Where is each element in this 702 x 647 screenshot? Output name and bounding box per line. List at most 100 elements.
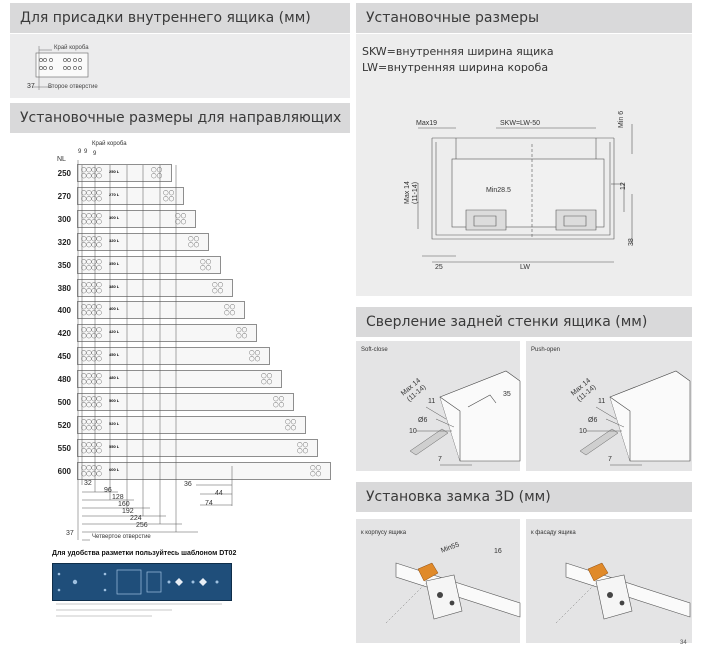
rail-model-tag: 500 L [109, 398, 120, 403]
lock-3d-title: Установка замка 3D (мм) [366, 489, 551, 505]
rail-edge-label: Край короба [92, 141, 127, 147]
rail-model-tag: 520 L [109, 421, 120, 426]
rail-model-tag: 380 L [109, 284, 120, 289]
rail-row: ◯◯◯◯◯◯◯◯ 500 L ◯◯◯◯ [77, 393, 294, 411]
bd-right-7: 7 [608, 456, 612, 463]
rail-row: ◯◯◯◯◯◯◯◯600 L◯◯◯◯ [77, 462, 331, 480]
rail-tail-holes: ◯◯◯◯ [212, 282, 224, 294]
rail-model-tag: 400 L [109, 306, 120, 311]
nl-label: 480 [57, 375, 71, 384]
rail-model-tag: 550 L [109, 444, 120, 449]
lock-left-label: к корпусу ящика [361, 530, 407, 536]
inner-offset-label: 37 [27, 83, 35, 90]
rail-row: ◯◯◯◯◯◯◯◯ 520 L ◯◯◯◯ [77, 416, 306, 434]
bd-left-10: 10 [409, 428, 417, 435]
dim-74: 74 [205, 500, 213, 507]
rail-top-dim-2: 9 [84, 149, 88, 155]
push-open-label: Push-open [531, 347, 561, 353]
inner-drawer-title: Для присадки внутреннего ящика (мм) [20, 10, 311, 26]
dim-96: 96 [104, 487, 112, 494]
rail-row: ◯◯◯◯◯◯◯◯450 L◯◯◯◯ [77, 347, 270, 365]
rail-holes-group: ◯◯◯◯◯◯◯◯ [81, 396, 102, 408]
inner-edge-label: Край короба [54, 45, 89, 51]
rail-tail-holes: ◯◯◯◯ [151, 167, 163, 179]
template-note: Для удобства разметки пользуйтесь шаблон… [52, 550, 237, 557]
label-12: 12 [620, 182, 627, 190]
nl-label: 320 [57, 238, 71, 247]
lock-3d-header: Установка замка 3D (мм) [356, 482, 692, 512]
inner-drawer-panel: Край короба 37 Второе отверстие [10, 34, 350, 98]
rail-model-tag: 250 L [109, 169, 120, 174]
rail-holes-group: ◯◯◯◯◯◯◯◯ [81, 327, 102, 339]
nl-label: 250 [57, 169, 71, 178]
label-25: 25 [435, 264, 443, 271]
rail-holes-group: ◯◯◯◯◯◯◯◯ [81, 259, 102, 271]
rail-row: ◯◯◯◯◯◯◯◯ 420 L ◯◯◯◯ [77, 324, 257, 342]
lock-3d-diagrams [385, 562, 691, 624]
rail-tail-holes: ◯◯◯◯ [249, 350, 261, 362]
inner-drawer-header: Для присадки внутреннего ящика (мм) [10, 3, 350, 33]
dim-128: 128 [112, 494, 124, 501]
rail-row: ◯◯◯◯◯◯◯◯380 L◯◯◯◯ [77, 279, 233, 297]
rail-tail-holes: ◯◯◯◯ [175, 213, 187, 225]
back-drilling-diagrams [409, 370, 691, 466]
rail-top-dim-1: 9 [78, 149, 82, 155]
rail-tail-holes: ◯◯◯◯ [200, 259, 212, 271]
nl-label: 380 [57, 284, 71, 293]
back-drilling-title: Сверление задней стенки ящика (мм) [366, 314, 648, 330]
inner-second-hole-label: Второе отверстие [48, 84, 98, 90]
rail-tail-holes: ◯◯◯◯ [163, 190, 175, 202]
rail-tail-holes: ◯◯◯◯ [273, 396, 285, 408]
rail-holes-group: ◯◯◯◯◯◯◯◯ [81, 419, 102, 431]
nl-header: NL [57, 156, 66, 163]
soft-close-label: Soft-close [361, 347, 388, 353]
dim-36: 36 [184, 481, 192, 488]
nl-label: 420 [57, 329, 71, 338]
rail-row: ◯◯◯◯◯◯◯◯400 L◯◯◯◯ [77, 301, 245, 319]
rail-tail-holes: ◯◯◯◯ [236, 327, 248, 339]
rail-model-tag: 350 L [109, 261, 120, 266]
rail-tail-holes: ◯◯◯◯ [261, 373, 273, 385]
install-dims-diagram [417, 124, 633, 263]
rail-tail-holes: ◯◯◯◯ [285, 419, 297, 431]
label-skw: SKW=LW-50 [500, 120, 541, 127]
label-min6: Min 6 [618, 110, 625, 128]
label-lw: LW [520, 264, 530, 271]
rail-top-dim-3: 9 [93, 151, 97, 157]
install-dims-header: Установочные размеры [356, 3, 692, 33]
lock-right-label: к фасаду ящика [531, 530, 576, 536]
rail-row: ◯◯◯◯◯◯◯◯270 L◯◯◯◯ [77, 187, 184, 205]
install-line-2: LW=внутренняя ширина короба [362, 61, 549, 74]
rail-holes-group: ◯◯◯◯◯◯◯◯ [81, 236, 102, 248]
nl-label: 520 [57, 421, 71, 430]
rail-holes-group: ◯◯◯◯◯◯◯◯ [81, 373, 102, 385]
back-drilling-header: Сверление задней стенки ящика (мм) [356, 307, 692, 337]
label-range: (11-14) [412, 181, 419, 204]
rail-tail-holes: ◯◯◯◯ [224, 304, 236, 316]
nl-label: 600 [57, 467, 71, 476]
label-max19: Max19 [416, 120, 438, 127]
rail-model-tag: 420 L [109, 329, 120, 334]
install-line-1: SKW=внутренняя ширина ящика [362, 45, 554, 58]
bd-right-phi6: Ø6 [588, 417, 598, 424]
rail-holes-group: ◯◯◯◯◯◯◯◯ [81, 213, 102, 225]
rail-model-tag: 270 L [109, 192, 120, 197]
dim-32: 32 [84, 480, 92, 487]
rail-model-tag: 300 L [109, 215, 120, 220]
rail-row: ◯◯◯◯◯◯◯◯ 300 L ◯◯◯◯ [77, 210, 196, 228]
install-dims-title: Установочные размеры [366, 10, 540, 26]
bd-left-phi6: Ø6 [418, 417, 428, 424]
rail-row: ◯◯◯◯◯◯◯◯550 L◯◯◯◯ [77, 439, 318, 457]
nl-label: 350 [57, 261, 71, 270]
rail-row: ◯◯◯◯◯◯◯◯ 480 L ◯◯◯◯ [77, 370, 282, 388]
rail-holes-group: ◯◯◯◯◯◯◯◯ [81, 465, 102, 477]
rail-model-tag: 480 L [109, 375, 120, 380]
rail-row: ◯◯◯◯◯◯◯◯ 350 L ◯◯◯◯ [77, 256, 221, 274]
dim-192: 192 [122, 508, 134, 515]
dim-44: 44 [215, 490, 223, 497]
nl-label: 300 [57, 215, 71, 224]
fourth-hole-label: Четвертое отверстие [92, 534, 151, 540]
bd-right-10: 10 [579, 428, 587, 435]
nl-label: 500 [57, 398, 71, 407]
